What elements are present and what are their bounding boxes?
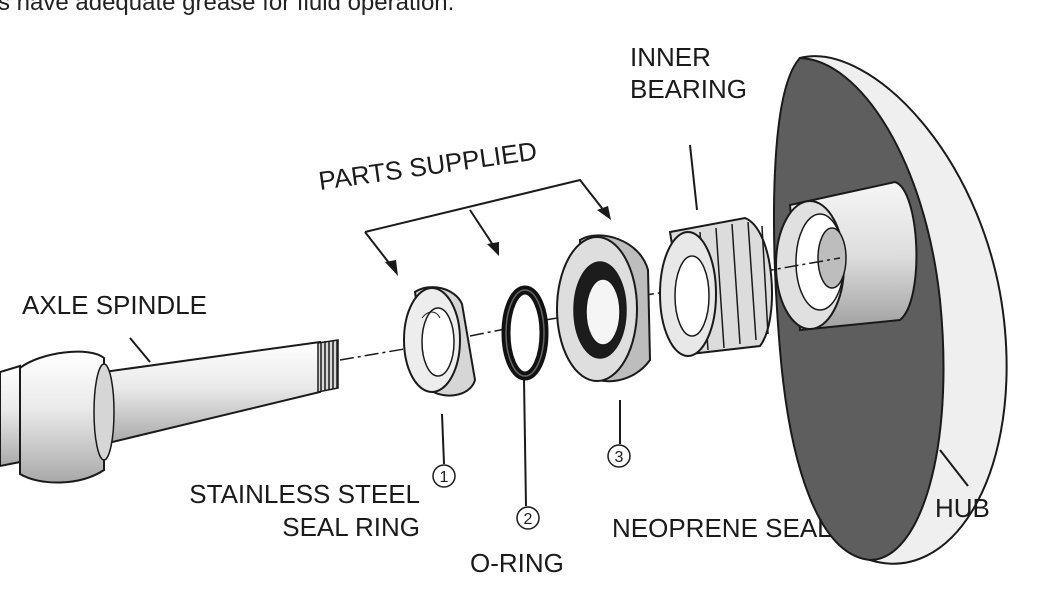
o-ring <box>501 285 549 381</box>
callout-number-3: 3 <box>615 449 624 466</box>
label-o-ring: O-RING <box>470 548 564 578</box>
axle-spindle <box>0 339 339 484</box>
leader-lines <box>129 144 969 507</box>
callout-circle-3 <box>607 444 631 468</box>
label-parts-supplied: PARTS SUPPLIED <box>317 136 539 196</box>
label-seal-ring-line2: SEAL RING <box>282 512 420 542</box>
label-neoprene-seal: NEOPRENE SEAL <box>612 513 832 543</box>
label-inner-bearing-line2: BEARING <box>630 74 747 104</box>
callout-circle-1 <box>432 464 456 488</box>
seal-ring <box>403 286 477 397</box>
callout-number-2: 2 <box>524 511 533 528</box>
neoprene-seal <box>556 234 652 383</box>
inner-bearing <box>659 216 773 357</box>
leader-arrowheads <box>385 206 611 276</box>
label-inner-bearing-line1: INNER <box>630 42 711 72</box>
intro-text-fragment: s have adequate grease for fluid operati… <box>0 0 455 16</box>
callout-number-1: 1 <box>440 469 449 486</box>
callout-circle-2 <box>516 506 540 530</box>
label-hub: HUB <box>935 493 990 523</box>
hub <box>773 55 1008 565</box>
label-seal-ring-line1: STAINLESS STEEL <box>189 479 420 509</box>
label-axle-spindle: AXLE SPINDLE <box>22 290 207 320</box>
